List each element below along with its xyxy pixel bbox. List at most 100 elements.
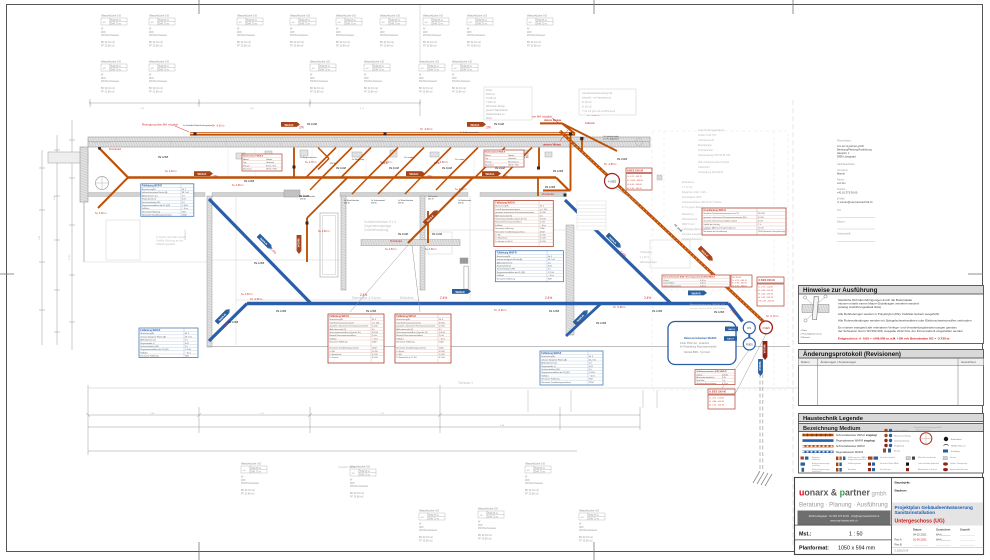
svg-text:0.5: 0.5 (372, 329, 375, 331)
svg-text:Eisenkeller & Küche: Eisenkeller & Küche (352, 296, 381, 300)
svg-text:__________: __________ (959, 534, 975, 537)
svg-text:H: 65 m2: H: 65 m2 (582, 106, 592, 109)
svg-text:1x Ausgussbecken: 1x Ausgussbecken (300, 156, 317, 159)
svg-text:Sicherheitsfaktor (SF): Sicherheitsfaktor (SF) (497, 268, 516, 271)
svg-text:WAS-K: WAS-K (700, 249, 709, 258)
svg-text:Retensionsbecken WAR-R: Retensionsbecken WAR-R (684, 336, 717, 340)
svg-text:Fallleitung WAS-K: Fallleitung WAS-K (396, 315, 416, 318)
svg-text:1.19 l/s: 1.19 l/s (185, 349, 191, 351)
svg-text:DN 56: DN 56 (434, 163, 441, 165)
svg-text:Nennweite Fallleitung: Nennweite Fallleitung (140, 355, 158, 358)
svg-text:von Arx: von Arx (837, 181, 846, 185)
svg-text:7.25: 7.25 (380, 413, 385, 415)
svg-text:wirksam beregnete Fläche (A): wirksam beregnete Fläche (A) (142, 191, 168, 194)
svg-text:1.0: 1.0 (589, 369, 592, 371)
svg-text:PE 110Ø: PE 110Ø (299, 195, 309, 198)
svg-text:D: -4.75 + 543.25: D: -4.75 + 543.25 (758, 287, 773, 289)
svg-text:Entlüftung: Entlüftung (951, 450, 960, 453)
svg-text:DN 56: DN 56 (300, 199, 307, 201)
svg-text:S+ 4.75 m: S+ 4.75 m (305, 161, 316, 164)
svg-text:Fallleitung WAR-R: Fallleitung WAR-R (497, 252, 517, 255)
svg-text:0.6 DU: 0.6 DU (540, 241, 547, 243)
svg-text:4 S/ES: 4 S/ES (608, 180, 616, 184)
svg-text:Gefälle / Strangrichtg.: Gefälle / Strangrichtg. (950, 462, 968, 465)
svg-text:2 Feuchtigkeitsschutz: 2 Feuchtigkeitsschutz (801, 333, 822, 336)
svg-text:Waschküche: Waschküche (508, 161, 519, 163)
svg-text:B: 28 m2: B: 28 m2 (582, 101, 592, 104)
svg-text:K.S/ES 100/-90: K.S/ES 100/-90 (709, 391, 726, 394)
svg-text:DN 56: DN 56 (344, 203, 351, 205)
svg-text:2%: 2% (503, 175, 508, 179)
svg-text:Wand-/Deckendurchbr.: Wand-/Deckendurchbr. (918, 457, 937, 459)
svg-text:Regenspende (r): Regenspende (r) (541, 365, 556, 368)
svg-text:1.52 l/s: 1.52 l/s (548, 272, 554, 274)
svg-text:__________: __________ (935, 544, 951, 547)
svg-text:Nr. 1: Nr. 1 (182, 188, 186, 191)
svg-text:0.6 DU: 0.6 DU (372, 357, 379, 359)
svg-text:Inhalt: 3500 Liter - Zulaufzei: Inhalt: 3500 Liter - Zulaufzeit (680, 342, 709, 345)
svg-text:KS: KS (747, 326, 751, 330)
svg-text:S+ 4.66 m: S+ 4.66 m (232, 184, 243, 187)
svg-text:Fallhöhe: Fallhöhe (495, 225, 502, 227)
svg-text:Anschluss: Anschluss (848, 468, 856, 471)
svg-text:Bodenentwässerungs-: Bodenentwässerungs- (812, 462, 830, 465)
svg-text:PE 125Ø: PE 125Ø (652, 310, 662, 313)
svg-text:Fallhöhe: Fallhöhe (140, 352, 147, 354)
svg-text:S+ 4.50 m: S+ 4.50 m (241, 293, 252, 296)
svg-text:1x WC: 1x WC (523, 157, 530, 159)
svg-text:0.03: 0.03 (548, 266, 552, 268)
svg-text:Minimal Schmutzwasserabfluss: Minimal Schmutzwasserabfluss (329, 334, 355, 337)
svg-text:WAS-K: WAS-K (471, 123, 480, 127)
svg-text:Schwimmbecken 5 x 3: Schwimmbecken 5 x 3 (364, 220, 396, 224)
svg-text:125Ø (teilweise Lüftungsleitun: 125Ø (teilweise Lüftungsleitung) (758, 230, 785, 233)
svg-text:DN 56: DN 56 (371, 203, 378, 205)
svg-text:Nutzhöhe: Nutzhöhe (696, 379, 704, 382)
svg-text:S+ 4.66 m: S+ 4.66 m (436, 161, 447, 164)
svg-text:Ablauf: Ablauf (485, 154, 491, 157)
svg-text:70Ø: 70Ø (182, 211, 186, 213)
svg-text:Küche / UG: Küche / UG (266, 165, 276, 167)
svg-text:2%: 2% (427, 175, 432, 179)
svg-text:2.0 DU: 2.0 DU (540, 235, 547, 237)
svg-text:Regenabwasser WAR-R: Regenabwasser WAR-R (836, 451, 863, 454)
svg-text:Total Schmutzwasseranwerte: Total Schmutzwasseranwerte (495, 208, 520, 211)
svg-text:1.24 l/s: 1.24 l/s (589, 372, 595, 374)
svg-text:Datum: Datum (913, 528, 922, 532)
svg-text:1 x 72 ms: 1 x 72 ms (682, 186, 693, 189)
svg-text:WAR-R: WAR-R (608, 236, 617, 245)
svg-text:2.0 DU: 2.0 DU (439, 354, 446, 356)
svg-text:Putzdeckel: Putzdeckel (542, 193, 555, 196)
svg-text:Einsatz: Einsatz (485, 160, 491, 163)
svg-text:S+ 4.30 m: S+ 4.30 m (95, 212, 106, 215)
svg-text:Nennweite Grundleitungsanschlu: Nennweite Grundleitungsanschluss (495, 230, 525, 233)
svg-text:Steigleitung: Steigleitung (894, 444, 904, 447)
svg-text:Fallhöhe: Fallhöhe (541, 375, 548, 377)
svg-text:PE 160Ø: PE 160Ø (673, 224, 682, 233)
svg-text:WAR-R: WAR-R (727, 338, 735, 341)
svg-text:B: -6.00 + 543.00: B: -6.00 + 543.00 (627, 184, 642, 186)
svg-text:Schlamm-Sammelraum: Schlamm-Sammelraum (696, 382, 716, 385)
svg-text:~ 10 m: ~ 10 m (439, 338, 445, 340)
svg-text:wirksam beregnete Fläche (A): wirksam beregnete Fläche (A) (497, 258, 523, 261)
svg-text:WAS-K: WAS-K (410, 172, 419, 176)
svg-text:Grundleitung WAS-K: Grundleitung WAS-K (703, 209, 726, 212)
svg-text:komplett ausgeführt: komplett ausgeführt (682, 233, 703, 236)
svg-text:S+ 4.66 m: S+ 4.66 m (425, 248, 436, 251)
svg-text:~ 10 m: ~ 10 m (548, 275, 554, 277)
svg-text:E-Mail:: E-Mail: (837, 197, 845, 201)
svg-text:PE 110Ø: PE 110Ø (389, 167, 399, 170)
svg-text:70Ø: 70Ø (185, 356, 189, 358)
svg-text:5.12: 5.12 (260, 413, 265, 415)
svg-text:PE 125Ø: PE 125Ø (366, 310, 376, 313)
svg-text:Bezeichnung/Nr.: Bezeichnung/Nr. (142, 188, 156, 191)
svg-text:DG 70/-90: DG 70/-90 (732, 277, 741, 279)
svg-text:WvA______: WvA______ (936, 533, 951, 537)
svg-text:1 x 22 m: 1 x 22 m (640, 256, 649, 259)
svg-text:Fallhöhe: Fallhöhe (396, 338, 403, 340)
svg-text:MWF 8 und: MWF 8 und (682, 223, 695, 226)
svg-text:Zementüberzug als Verschleisss: Zementüberzug als Verschleissschicht (340, 139, 384, 143)
svg-text:Haustechnik Legende: Haustechnik Legende (803, 416, 864, 422)
svg-text:Alle Rohrleitungen werden in P: Alle Rohrleitungen werden in Polyethylen… (838, 312, 939, 316)
svg-text:Ablauf: Ablauf (243, 158, 249, 161)
svg-text:Bauherr:: Bauherr: (895, 489, 908, 493)
